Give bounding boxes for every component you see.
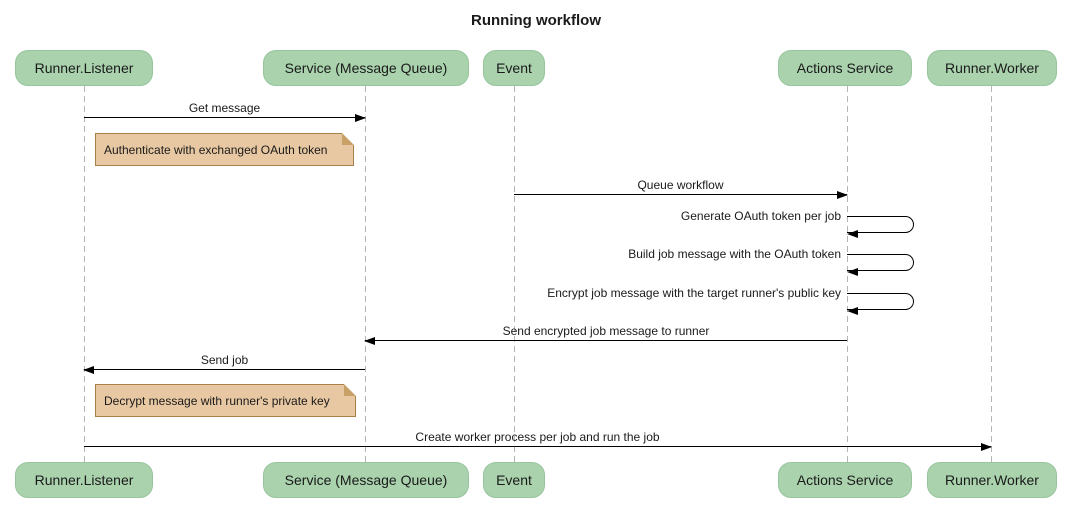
- arrowhead-left-icon: [847, 307, 858, 315]
- arrowhead-left-icon: [847, 268, 858, 276]
- message-line: [365, 340, 847, 342]
- participant-bottom-actions-service: Actions Service: [778, 462, 912, 498]
- lifeline-service-message-queue: [365, 86, 366, 462]
- self-loop-arrow-build-job-message: [847, 254, 914, 276]
- note-text: Authenticate with exchanged OAuth token: [104, 142, 328, 157]
- arrowhead-right-icon: [981, 442, 992, 451]
- participant-top-runner-listener: Runner.Listener: [15, 50, 153, 86]
- note-decrypt: Decrypt message with runner's private ke…: [95, 384, 356, 417]
- message-label: Get message: [188, 101, 261, 115]
- message-line: [84, 446, 991, 448]
- arrowhead-right-icon: [837, 190, 848, 199]
- diagram-title: Running workflow: [471, 12, 601, 29]
- message-label: Queue workflow: [637, 178, 724, 192]
- participant-bottom-service-message-queue: Service (Message Queue): [263, 462, 469, 498]
- arrowhead-left-icon: [364, 336, 375, 345]
- note-authenticate: Authenticate with exchanged OAuth token: [95, 133, 354, 166]
- participant-bottom-event: Event: [483, 462, 545, 498]
- self-message-label-generate-oauth: Generate OAuth token per job: [680, 209, 841, 223]
- participant-top-runner-worker: Runner.Worker: [927, 50, 1057, 86]
- arrowhead-right-icon: [355, 113, 366, 122]
- arrowhead-left-icon: [83, 365, 94, 374]
- self-message-label-build-job-message: Build job message with the OAuth token: [628, 247, 841, 261]
- self-loop-arrow-generate-oauth: [847, 216, 914, 238]
- message-line: [514, 194, 847, 196]
- participant-bottom-runner-worker: Runner.Worker: [927, 462, 1057, 498]
- lifeline-runner-listener: [84, 86, 85, 462]
- note-fold-icon: [342, 133, 354, 145]
- lifeline-runner-worker: [991, 86, 992, 462]
- arrowhead-left-icon: [847, 230, 858, 238]
- lifeline-event: [514, 86, 515, 462]
- note-fold-icon: [344, 384, 356, 396]
- message-label: Create worker process per job and run th…: [415, 430, 660, 444]
- message-line: [84, 117, 365, 119]
- participant-top-actions-service: Actions Service: [778, 50, 912, 86]
- self-message-label-encrypt-job-message: Encrypt job message with the target runn…: [547, 286, 841, 300]
- message-line: [84, 369, 365, 371]
- message-label: Send encrypted job message to runner: [502, 324, 710, 338]
- note-text: Decrypt message with runner's private ke…: [104, 393, 330, 408]
- participant-top-service-message-queue: Service (Message Queue): [263, 50, 469, 86]
- participant-top-event: Event: [483, 50, 545, 86]
- self-loop-arrow-encrypt-job-message: [847, 293, 914, 315]
- message-label: Send job: [200, 353, 249, 367]
- participant-bottom-runner-listener: Runner.Listener: [15, 462, 153, 498]
